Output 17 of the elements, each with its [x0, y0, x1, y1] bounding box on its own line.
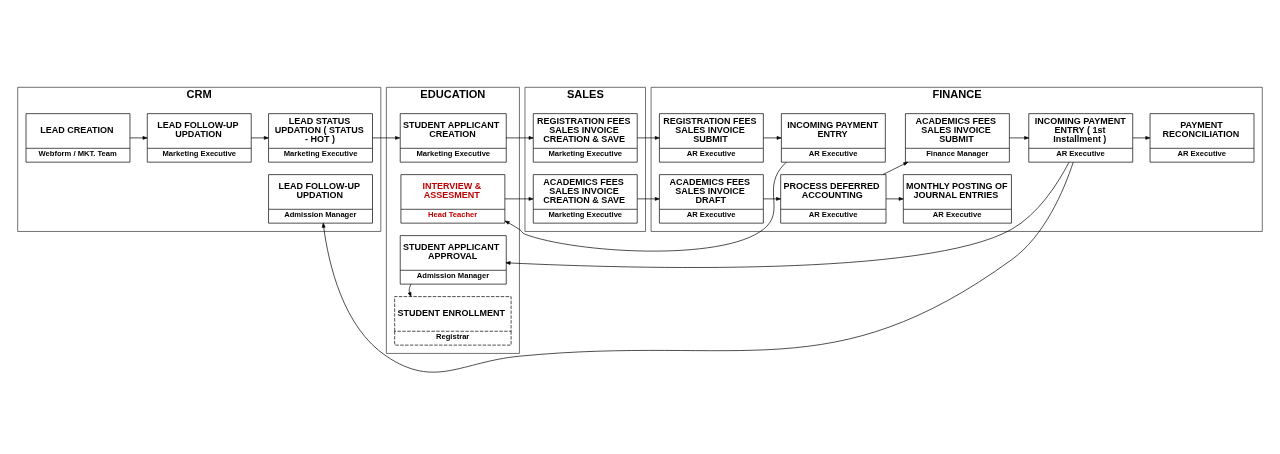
arrow	[1009, 136, 1030, 140]
arrow	[1132, 136, 1151, 140]
arrow	[763, 197, 781, 201]
arrow	[504, 197, 534, 201]
arrow	[505, 162, 1070, 268]
arrow	[321, 161, 1074, 373]
arrow	[885, 197, 904, 201]
arrow	[763, 136, 782, 140]
arrow	[129, 136, 148, 140]
arrow	[504, 161, 787, 252]
arrow	[882, 161, 909, 175]
arrow	[637, 136, 660, 140]
arrow	[407, 283, 412, 297]
arrow	[250, 136, 269, 140]
arrow	[372, 136, 400, 140]
arrow	[505, 136, 534, 140]
arrow	[637, 197, 660, 201]
